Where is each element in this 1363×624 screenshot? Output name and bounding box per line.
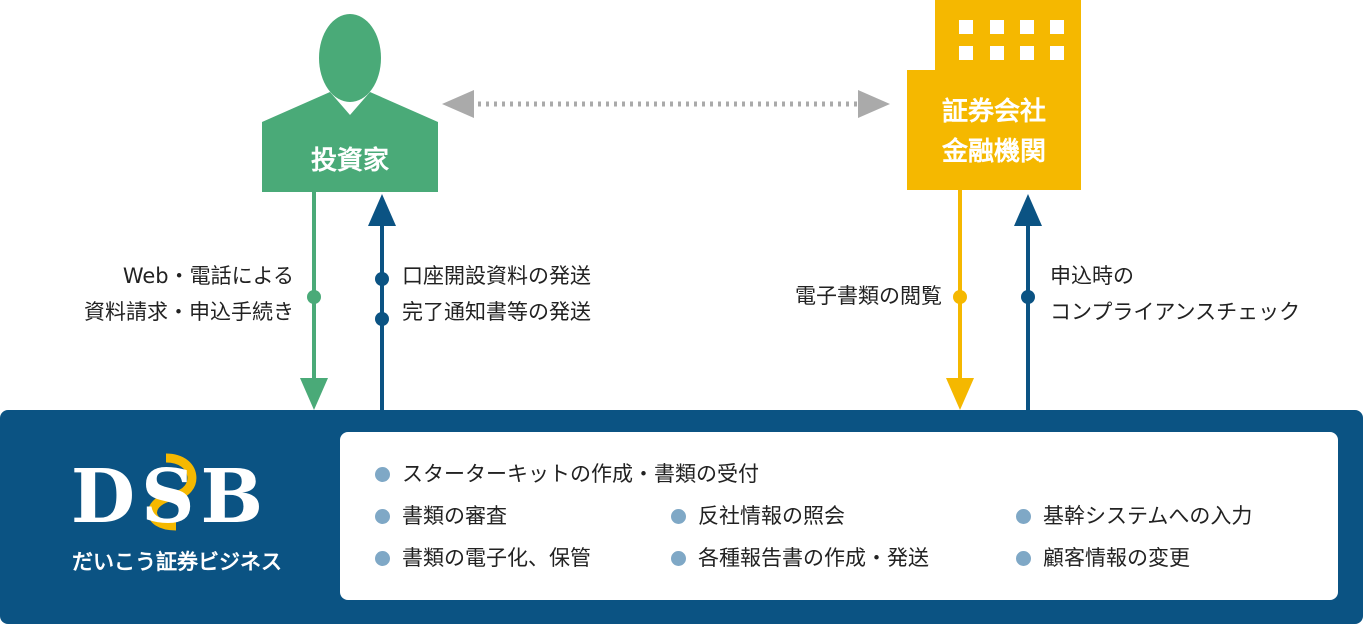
investor-label: 投資家 [310, 146, 389, 176]
arrow-investor-to-dsb [300, 192, 328, 410]
flow-text-line: 申込時の [1050, 264, 1134, 288]
service-item: スターターキットの作成・書類の受付 [375, 458, 759, 488]
building-icon [907, 0, 1081, 190]
bullet-dot [375, 509, 390, 524]
arrow-dsb-to-investor [368, 194, 396, 410]
flow-text-line: 完了通知書等の発送 [402, 300, 591, 324]
service-item: 書類の審査 [375, 500, 507, 530]
service-item: 基幹システムへの入力 [1016, 500, 1252, 530]
company-label: 証券会社 金融機関 [907, 92, 1081, 172]
flow-company-to-dsb: 電子書類の閲覧 [700, 278, 942, 314]
flow-text-line: コンプライアンスチェック [1050, 300, 1301, 324]
service-item: 顧客情報の変更 [1016, 542, 1190, 572]
flow-text-line: 口座開設資料の発送 [402, 264, 591, 288]
bullet-dot [671, 509, 686, 524]
service-item: 書類の電子化、保管 [375, 542, 591, 572]
flow-dsb-to-investor: 口座開設資料の発送 完了通知書等の発送 [402, 258, 591, 330]
bullet-dot [1016, 509, 1031, 524]
dsb-logo-text: DSB [71, 454, 269, 532]
arrow-company-to-dsb [946, 190, 974, 410]
dsb-company-name: だいこう証券ビジネス [72, 550, 282, 574]
flow-text-line: Web・電話による [122, 264, 294, 288]
investor-company-connector [442, 90, 890, 118]
bullet-dot [671, 551, 686, 566]
flow-text-line: 資料請求・申込手続き [84, 300, 294, 324]
flow-investor-to-dsb: Web・電話による 資料請求・申込手続き [20, 258, 294, 330]
company-label-line1: 証券会社 [941, 97, 1046, 127]
company-label-line2: 金融機関 [941, 137, 1046, 167]
person-icon [262, 14, 438, 192]
bullet-dot [375, 551, 390, 566]
arrow-dsb-to-company [1014, 194, 1042, 410]
service-item: 反社情報の照会 [671, 500, 845, 530]
dsb-logo: DSB [71, 453, 269, 532]
bullet-dot [1016, 551, 1031, 566]
service-item: 各種報告書の作成・発送 [671, 542, 929, 572]
flow-text-line: 電子書類の閲覧 [795, 284, 942, 308]
services-box [340, 432, 1338, 600]
flow-dsb-to-company: 申込時の コンプライアンスチェック [1050, 258, 1300, 330]
bullet-dot [375, 467, 390, 482]
